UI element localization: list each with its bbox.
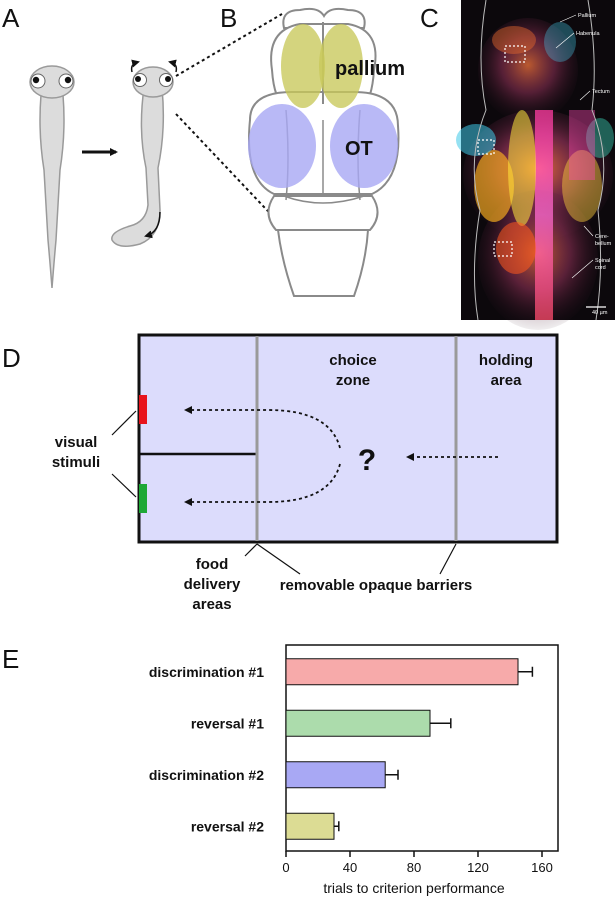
panel-d-letter: D — [2, 343, 21, 373]
spinal-cord-annotation-2: cord — [595, 265, 606, 271]
green-stimulus — [139, 484, 147, 513]
larva-bent — [111, 59, 178, 247]
scale-bar-label: 40 µm — [592, 310, 608, 316]
choice-zone-label-1: choice — [329, 352, 377, 369]
chart-frame — [285, 644, 559, 852]
optic-tectum-right — [330, 104, 398, 188]
panel-d: D choice zone holding area visual stimul… — [2, 333, 559, 613]
visual-stimuli-label-2: stimuli — [52, 454, 100, 471]
holding-area-label-2: area — [491, 372, 523, 389]
larva-eye-icon — [32, 76, 40, 84]
tail-bend-arrow-icon — [144, 211, 161, 239]
category-label-1: discrimination #1 — [149, 664, 264, 680]
x-tick-label-1: 0 — [282, 860, 289, 875]
category-label-3: discrimination #2 — [149, 767, 264, 783]
pallium-right — [319, 24, 363, 108]
larva-straight — [29, 65, 75, 289]
food-delivery-label-2: delivery — [184, 576, 241, 593]
arena-tank — [137, 333, 559, 544]
panel-c: C Pallium Habenula Tectum Cere- bellum S… — [420, 0, 615, 330]
panel-b-letter: B — [220, 3, 237, 33]
holding-area-label-1: holding — [479, 352, 533, 369]
bar-2 — [285, 709, 431, 737]
panel-b: B pallium OT — [220, 3, 405, 297]
food-delivery-label-1: food — [196, 556, 228, 573]
choice-arrow-red — [184, 406, 341, 449]
food-delivery-label-3: areas — [192, 596, 231, 613]
category-label-4: reversal #2 — [191, 818, 264, 834]
eye-rotation-arrow-icon — [130, 59, 140, 73]
question-mark: ? — [358, 444, 376, 477]
panel-a-letter: A — [2, 3, 20, 33]
choice-zone-label-2: zone — [336, 372, 370, 389]
choice-arrow-green — [184, 463, 341, 506]
cerebellum-annotation-1: Cere- — [595, 234, 609, 240]
bar-4 — [285, 812, 335, 840]
pallium-label: pallium — [335, 58, 405, 80]
panel-c-letter: C — [420, 3, 439, 33]
pallium-left — [281, 24, 325, 108]
panel-a: A — [2, 3, 283, 289]
red-stimulus — [139, 395, 147, 424]
ot-label: OT — [345, 138, 373, 160]
x-tick-label-3: 80 — [407, 860, 421, 875]
x-tick-label-5: 160 — [531, 860, 553, 875]
x-axis-title: trials to criterion performance — [323, 880, 505, 896]
x-tick-label-2: 40 — [343, 860, 357, 875]
panel-e-letter: E — [2, 644, 19, 674]
chart-marks: discrimination #1 reversal #1 discriminati… — [149, 658, 553, 875]
cerebellum-annotation-2: bellum — [595, 241, 612, 247]
bar-1 — [285, 658, 519, 686]
tectum-annotation: Tectum — [592, 89, 610, 95]
x-tick-label-4: 120 — [467, 860, 489, 875]
habenula-annotation: Habenula — [576, 31, 600, 37]
visual-stimuli-label-1: visual — [55, 434, 98, 451]
bar-3 — [285, 761, 386, 789]
spinal-cord-annotation-1: Spinal — [595, 258, 610, 264]
optic-tectum-left — [248, 104, 316, 188]
barriers-label: removable opaque barriers — [280, 577, 473, 594]
pallium-annotation: Pallium — [578, 13, 596, 19]
category-label-2: reversal #1 — [191, 715, 264, 731]
